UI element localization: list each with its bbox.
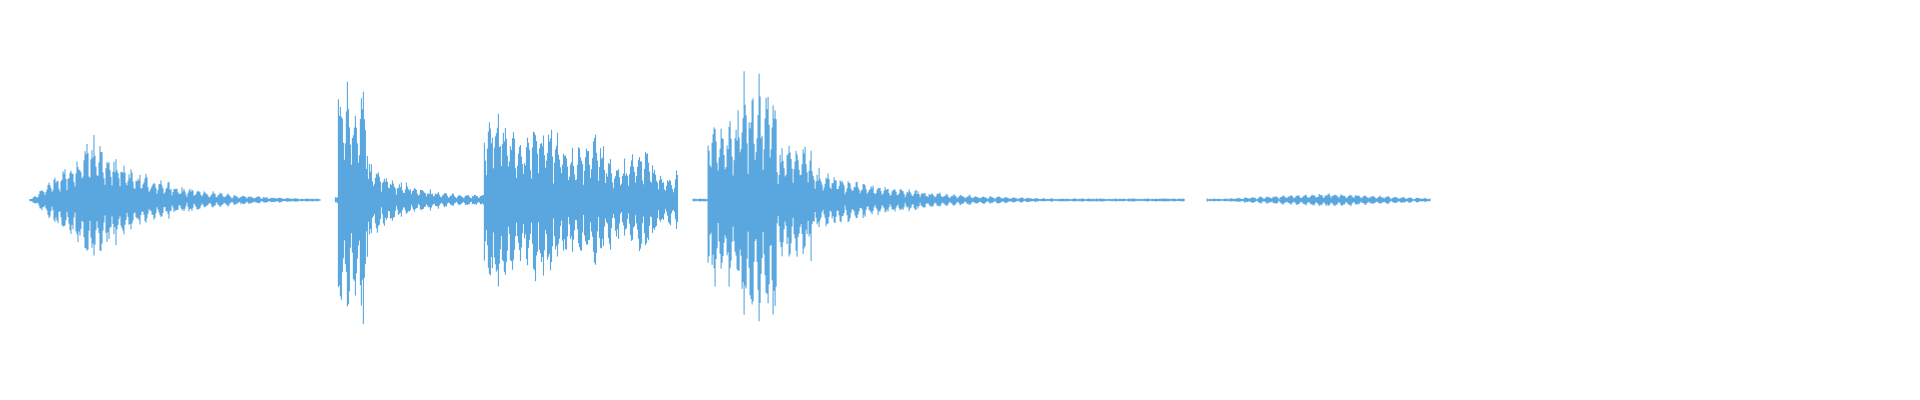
waveform-burst-4 [692,71,1185,322]
waveform-burst-3 [483,113,679,287]
waveform-trace [1206,193,1431,206]
waveform-trace [29,135,321,256]
waveform-burst-1 [29,135,321,256]
waveform-burst-5 [1206,193,1431,206]
waveform-trace [483,113,679,287]
waveform-trace [334,81,485,324]
waveform-trace [692,71,1185,322]
waveform-burst-2 [334,81,485,324]
